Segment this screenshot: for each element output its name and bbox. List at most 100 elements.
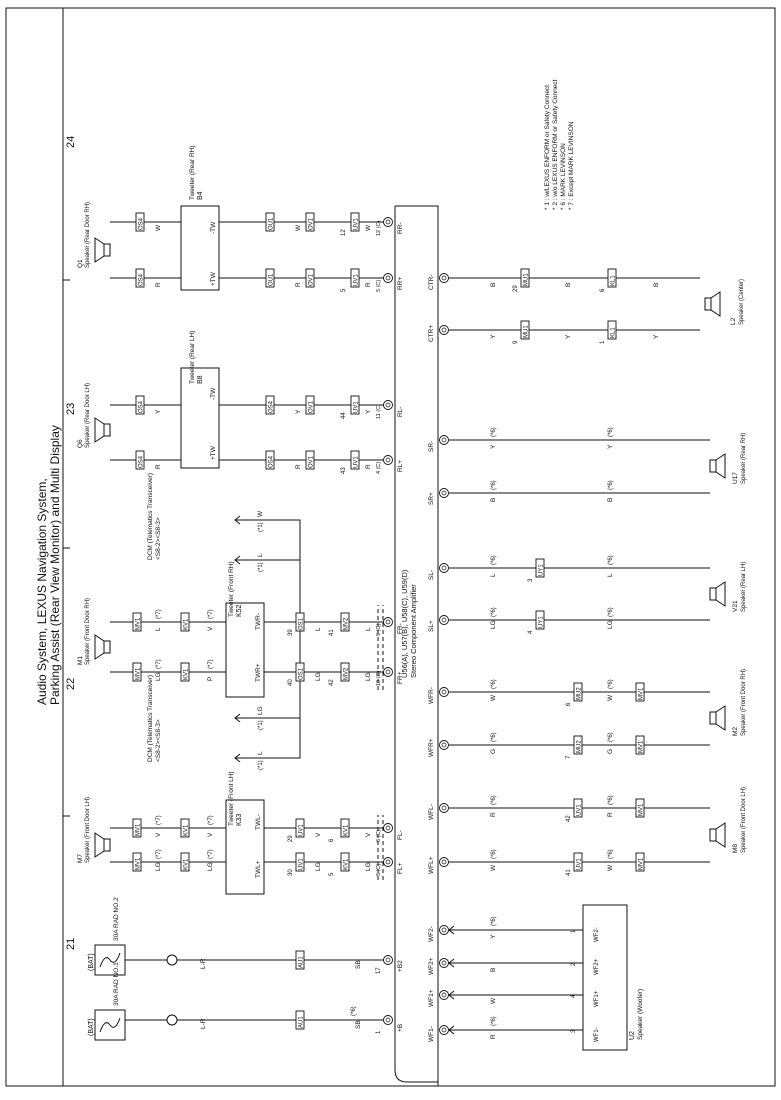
inline-connector xyxy=(180,852,190,872)
inline-connector-label: KV1 xyxy=(184,824,190,836)
inline-connector-label: MU2 xyxy=(577,740,583,753)
terminal-pin xyxy=(385,825,391,831)
wire-segment xyxy=(234,713,241,723)
terminal-pin xyxy=(385,1017,391,1023)
wire-color: R xyxy=(490,812,497,817)
terminal-circle xyxy=(383,217,393,227)
pin-number: 6 (C) xyxy=(376,830,382,842)
terminal-pin xyxy=(385,619,391,625)
wire-color: Y xyxy=(365,409,372,414)
k52-pin-top: TWR- xyxy=(255,613,262,630)
b8-pin-bottom: +TW xyxy=(210,445,217,460)
pin-number: 4 xyxy=(571,994,577,998)
legend-line-4: * 7 : Except MARK LEVINSON xyxy=(568,121,575,210)
speaker-ref: Q6 xyxy=(77,439,84,448)
woofer-u2: U2 Speaker (Woofer) xyxy=(582,904,644,1051)
inline-connector-label: UY1 xyxy=(539,564,545,576)
inline-connector xyxy=(135,450,145,470)
inline-connector-label: MV1 xyxy=(639,857,645,870)
terminal-pin xyxy=(441,437,447,443)
terminal-name: WFR+ xyxy=(428,738,435,757)
inline-connector-label: UY1 xyxy=(539,616,545,628)
pin-number: 12 xyxy=(341,229,347,236)
pin-number: 30 xyxy=(288,869,294,876)
pin-number: 1 xyxy=(600,340,606,344)
footnote-mark: (*6) xyxy=(608,480,614,490)
pin-number: 6 xyxy=(600,288,606,292)
pin-number: 42 xyxy=(566,815,572,822)
tweeter-b8-rear-lh: -TW +TW B8 Tweeter (Rear LH) xyxy=(180,331,220,469)
u2-pin-name: WF1- xyxy=(594,1027,600,1042)
wire-color: Y xyxy=(155,409,162,414)
pin-number: 2 xyxy=(571,962,577,966)
wire-color: LG xyxy=(155,862,162,871)
speaker-icon xyxy=(94,832,111,858)
wire-color: B xyxy=(653,283,660,287)
footnote-mark: (*6) xyxy=(491,679,497,689)
wire-color: LG xyxy=(365,862,372,871)
wire-color: W xyxy=(607,864,614,871)
terminal-name: +B2 xyxy=(397,960,404,972)
k33-name: Tweeter (Front LH) xyxy=(228,771,235,826)
page-ref-23: 23 xyxy=(65,403,77,415)
k33-pin-top: TWL- xyxy=(255,814,262,830)
footnote-mark: (*1) xyxy=(258,760,264,770)
speaker-ref: M7 xyxy=(77,854,84,863)
terminal-name: CTR- xyxy=(428,274,435,290)
pin-number: 5 xyxy=(341,288,347,292)
wire-color: Y xyxy=(490,934,497,939)
pin-number: 42 xyxy=(329,679,335,686)
fuse1-name: 30A RAD NO.1 xyxy=(113,962,120,1006)
footnote-mark: (*1) xyxy=(258,562,264,572)
wire-color: V xyxy=(207,832,214,837)
fuse2-ref: (BAT) xyxy=(88,953,95,971)
terminal-circle xyxy=(439,563,449,573)
wire-color: L xyxy=(257,751,264,755)
speaker-icon xyxy=(94,417,111,443)
wire-segment xyxy=(234,555,241,565)
inline-connector-label: UV1 xyxy=(354,274,360,286)
terminal-pin xyxy=(441,960,447,966)
footnote-mark: (*7) xyxy=(156,659,162,669)
wire-color: Y xyxy=(490,444,497,449)
inline-connector-label: MV1 xyxy=(136,617,142,630)
wire-segment xyxy=(448,1025,455,1035)
terminal-circle xyxy=(439,740,449,750)
terminal-name: FL- xyxy=(397,830,404,840)
inline-connector xyxy=(635,735,645,755)
terminal-pin xyxy=(385,859,391,865)
pin-number: 6 xyxy=(329,838,335,842)
b8-pin-top: -TW xyxy=(210,387,217,400)
pin-number: 9 (C) xyxy=(376,624,382,636)
footnote-mark: (*6) xyxy=(491,480,497,490)
terminal-pin xyxy=(385,457,391,463)
inline-connector-label: MV2 xyxy=(344,667,350,680)
inline-connector xyxy=(180,818,190,838)
wire-color: LG xyxy=(155,672,162,681)
inline-connector-label: MV1 xyxy=(136,823,142,836)
terminal-circle xyxy=(439,958,449,968)
inline-connector-label: MU1 xyxy=(524,325,530,338)
inline-connector xyxy=(340,852,350,872)
inline-connector xyxy=(573,852,583,872)
footnote-mark: (*6) xyxy=(491,849,497,859)
inline-connector xyxy=(573,798,583,818)
terminal-circle xyxy=(383,955,393,965)
terminal-circle xyxy=(439,1025,449,1035)
footnote-legend: * 1 : w/LEXUS ENFORM or Safety Connect *… xyxy=(544,79,575,210)
speaker-icon xyxy=(94,237,111,263)
wire-color: SB xyxy=(355,960,362,969)
speaker-ref: M8 xyxy=(732,844,739,853)
speaker-name: Speaker (Rear RH) xyxy=(741,433,747,484)
inline-connector-label: MU2 xyxy=(577,687,583,700)
speaker-name: Speaker (Front Door LH) xyxy=(741,787,747,853)
inline-connector-label: UV1 xyxy=(354,218,360,230)
wire-color: R xyxy=(295,282,302,287)
u2-pin-name: WF2+ xyxy=(594,958,600,975)
inline-connector xyxy=(635,852,645,872)
terminal-name: WFL- xyxy=(428,804,435,820)
diagram-title-line-2: Parking Assist (Rear View Monitor) and M… xyxy=(48,425,62,705)
